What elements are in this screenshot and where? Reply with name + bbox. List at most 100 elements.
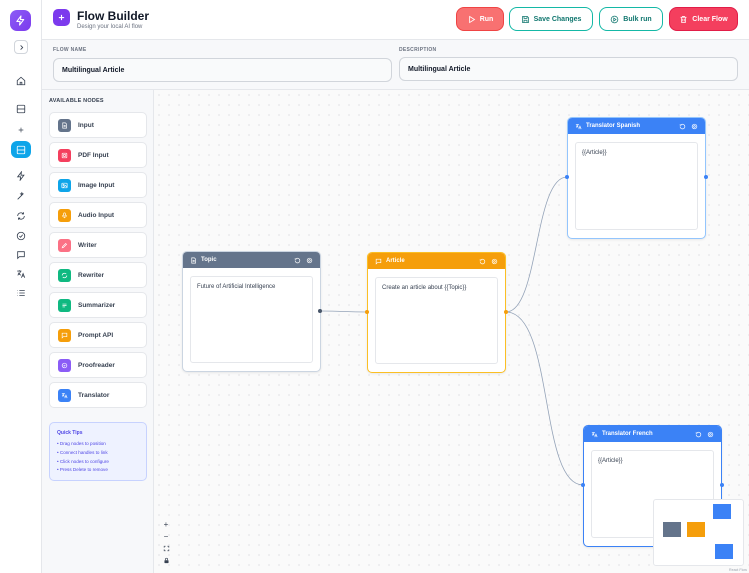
reset-icon[interactable] (479, 258, 486, 265)
translate-icon (58, 388, 71, 402)
handle-spanish-output[interactable] (704, 175, 708, 179)
flows-icon[interactable] (11, 141, 31, 158)
run-button-label: Run (479, 15, 494, 23)
translate-icon (575, 123, 582, 129)
palette-item-audio-input[interactable]: Audio Input (49, 202, 147, 228)
edge-article-spanish (505, 176, 568, 313)
handle-article-output[interactable] (504, 310, 508, 314)
node-translator-spanish[interactable]: Translator Spanish {{Article}} (567, 117, 706, 239)
description-label: DESCRIPTION (399, 47, 437, 53)
reset-icon[interactable] (294, 257, 301, 264)
bulk-run-button[interactable]: Bulk run (599, 7, 663, 31)
handle-topic-output[interactable] (318, 309, 322, 313)
node-title: Translator Spanish (586, 123, 641, 129)
palette-item-proofreader[interactable]: Proofreader (49, 352, 147, 378)
fit-view-icon[interactable] (159, 542, 173, 554)
minimap-node-article (687, 522, 705, 537)
play-icon (468, 15, 475, 23)
node-title: Topic (201, 257, 217, 263)
palette-item-label: PDF Input (78, 151, 109, 159)
palette-item-writer[interactable]: Writer (49, 232, 147, 258)
description-input[interactable]: Multilingual Article (399, 57, 738, 81)
node-spanish-content[interactable]: {{Article}} (575, 142, 698, 230)
settings-icon[interactable] (306, 257, 313, 264)
palette-item-image-input[interactable]: Image Input (49, 172, 147, 198)
expand-sidebar-button[interactable] (14, 40, 28, 54)
react-flow-attribution[interactable]: React Flow (729, 568, 747, 572)
palette-item-rewriter[interactable]: Rewriter (49, 262, 147, 288)
node-topic[interactable]: Topic Future of Artificial Intelligence (182, 251, 321, 372)
minimap-node-topic (663, 522, 681, 537)
tip-item: • Drag nodes to position (57, 441, 106, 446)
play-circle-icon (611, 15, 619, 23)
node-article-header: Article (368, 253, 505, 269)
check-circle-icon[interactable] (12, 227, 30, 245)
palette-item-label: Rewriter (78, 271, 105, 279)
list-icon (58, 298, 71, 312)
reset-icon[interactable] (679, 123, 686, 130)
edge-article-french (505, 311, 584, 486)
save-changes-button[interactable]: Save Changes (509, 7, 593, 31)
palette-item-label: Input (78, 121, 94, 129)
node-title: Translator French (602, 431, 653, 437)
translate-icon[interactable] (12, 265, 30, 283)
chat-icon (375, 258, 382, 265)
palette-item-label: Summarizer (78, 301, 116, 309)
node-palette: AVAILABLE NODES Input PDF Input Image In… (42, 90, 154, 573)
page-title: Flow Builder (77, 9, 149, 23)
reset-icon[interactable] (695, 431, 702, 438)
refresh-icon[interactable] (12, 207, 30, 225)
node-article[interactable]: Article Create an article about {{Topic}… (367, 252, 506, 373)
run-button[interactable]: Run (456, 7, 504, 31)
add-icon[interactable] (12, 121, 30, 139)
handle-article-input[interactable] (365, 310, 369, 314)
tip-item: • Click nodes to configure (57, 458, 109, 464)
home-icon[interactable] (12, 72, 30, 90)
settings-icon[interactable] (491, 258, 498, 265)
flow-name-input[interactable]: Multilingual Article (53, 58, 392, 82)
palette-item-prompt-api[interactable]: Prompt API (49, 322, 147, 348)
layout-icon[interactable] (12, 100, 30, 118)
handle-french-input[interactable] (581, 483, 585, 487)
flow-canvas[interactable]: Topic Future of Artificial Intelligence … (154, 90, 749, 573)
page-subtitle: Design your local AI flow (77, 24, 143, 30)
settings-icon[interactable] (707, 431, 714, 438)
list-icon[interactable] (12, 284, 30, 302)
node-topic-content[interactable]: Future of Artificial Intelligence (190, 276, 313, 363)
palette-item-input[interactable]: Input (49, 112, 147, 138)
node-french-header: Translator French (584, 426, 721, 442)
save-changes-label: Save Changes (533, 15, 582, 23)
node-article-content[interactable]: Create an article about {{Topic}} (375, 277, 498, 364)
wand-icon[interactable] (12, 187, 30, 205)
palette-item-label: Writer (78, 241, 97, 249)
palette-item-label: Audio Input (78, 211, 115, 219)
handle-french-output[interactable] (720, 483, 724, 487)
node-title: Article (386, 258, 405, 264)
lightning-icon[interactable] (12, 167, 30, 185)
flow-meta: FLOW NAME Multilingual Article DESCRIPTI… (42, 40, 749, 90)
minimap[interactable] (653, 499, 744, 566)
save-icon (521, 15, 529, 23)
palette-item-summarizer[interactable]: Summarizer (49, 292, 147, 318)
lightning-logo-icon[interactable] (10, 10, 31, 31)
palette-item-label: Image Input (78, 181, 115, 189)
bulk-run-label: Bulk run (623, 15, 652, 23)
image-icon (58, 178, 71, 192)
edges-layer (319, 176, 584, 486)
palette-item-pdf-input[interactable]: PDF Input (49, 142, 147, 168)
palette-item-translator[interactable]: Translator (49, 382, 147, 408)
chat-icon[interactable] (12, 246, 30, 264)
lock-icon[interactable] (159, 554, 173, 566)
document-icon (191, 257, 196, 263)
chat-icon (58, 328, 71, 342)
node-french-content[interactable]: {{Article}} (591, 450, 714, 538)
zoom-out-button[interactable]: − (163, 531, 169, 541)
settings-icon[interactable] (691, 123, 698, 130)
palette-item-label: Proofreader (78, 361, 115, 369)
new-flow-button[interactable] (53, 9, 70, 26)
clear-flow-button[interactable]: Clear Flow (669, 7, 738, 31)
zoom-in-button[interactable]: + (163, 519, 169, 529)
handle-spanish-input[interactable] (565, 175, 569, 179)
palette-title: AVAILABLE NODES (49, 98, 104, 104)
quick-tips-panel: Quick Tips • Drag nodes to position • Co… (49, 422, 147, 481)
